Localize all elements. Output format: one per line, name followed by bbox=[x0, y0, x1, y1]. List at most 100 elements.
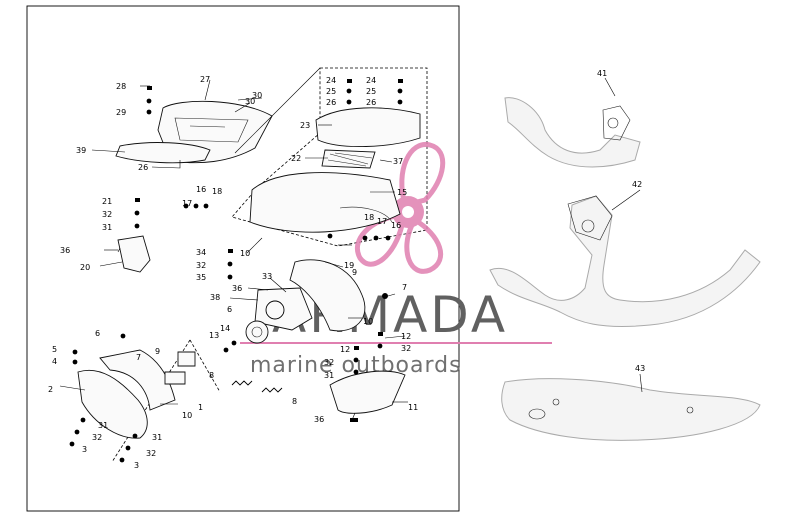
part-muffler-body bbox=[249, 172, 401, 233]
callout-label-c33: 33 bbox=[262, 272, 272, 281]
callout-label-c38: 38 bbox=[210, 293, 220, 302]
part-42-port bbox=[581, 219, 595, 233]
callout-label-c42: 42 bbox=[632, 180, 642, 189]
part-lower-pipe bbox=[77, 369, 148, 439]
callout-label-c32d: 32 bbox=[324, 358, 334, 367]
callout-label-c7a: 7 bbox=[402, 283, 407, 292]
callout-label-c39: 39 bbox=[76, 146, 86, 155]
callout-label-c30a: 30 bbox=[245, 97, 255, 106]
callout-label-c19: 19 bbox=[344, 261, 354, 270]
callout-label-c20: 20 bbox=[80, 263, 90, 272]
part-bracket bbox=[117, 235, 151, 273]
right-leaders bbox=[604, 77, 643, 393]
callout-label-c3b: 3 bbox=[134, 461, 139, 470]
callout-label-c30b: 30 bbox=[252, 91, 262, 100]
callout-label-c25b: 25 bbox=[366, 87, 376, 96]
callout-label-c34: 34 bbox=[196, 248, 206, 257]
callout-label-c9a: 9 bbox=[352, 268, 357, 277]
part-gasket-hole bbox=[251, 326, 263, 338]
callout-label-c3a: 3 bbox=[82, 445, 87, 454]
callout-label-c26b: 26 bbox=[326, 98, 336, 107]
callout-label-c14: 14 bbox=[220, 324, 230, 333]
callout-label-c32b: 32 bbox=[196, 261, 206, 270]
callout-label-c12b: 12 bbox=[340, 345, 350, 354]
callout-label-c41: 41 bbox=[597, 69, 607, 78]
callout-label-c31c: 31 bbox=[98, 421, 108, 430]
callout-label-c1: 1 bbox=[198, 403, 203, 412]
callout-label-c10b: 10 bbox=[363, 317, 373, 326]
callout-label-c12a: 12 bbox=[401, 332, 411, 341]
part-bend-pipe bbox=[99, 349, 176, 411]
callout-label-c23: 23 bbox=[300, 121, 310, 130]
part-grille-mesh bbox=[327, 152, 373, 167]
callout-label-c10a: 10 bbox=[240, 249, 250, 258]
callout-label-c26c: 26 bbox=[366, 98, 376, 107]
callout-label-c32e: 32 bbox=[92, 433, 102, 442]
callout-label-c8a: 8 bbox=[209, 371, 214, 380]
callout-label-c13: 13 bbox=[209, 331, 219, 340]
callout-label-c32a: 32 bbox=[102, 210, 112, 219]
callout-label-c22: 22 bbox=[291, 154, 301, 163]
callout-label-c37: 37 bbox=[393, 157, 403, 166]
part-41-manifold bbox=[504, 97, 641, 168]
part-42-y-pipe bbox=[489, 195, 761, 328]
part-clamp-upper bbox=[177, 351, 196, 367]
callout-label-c17a: 17 bbox=[182, 199, 192, 208]
callout-label-c36b: 36 bbox=[232, 284, 242, 293]
callout-label-c9b: 9 bbox=[155, 347, 160, 356]
callout-label-c32f: 32 bbox=[146, 449, 156, 458]
part-41-detail bbox=[602, 105, 631, 141]
diagram-frame bbox=[26, 5, 460, 512]
part-spring-lower bbox=[261, 387, 283, 393]
callout-label-c31d: 31 bbox=[152, 433, 162, 442]
callout-label-c36a: 36 bbox=[60, 246, 70, 255]
callout-label-c18a: 18 bbox=[212, 187, 222, 196]
callout-label-c8b: 8 bbox=[292, 397, 297, 406]
callout-label-c28a: 28 bbox=[116, 82, 126, 91]
callout-label-c10c: 10 bbox=[182, 411, 192, 420]
callout-label-c27: 27 bbox=[200, 75, 210, 84]
callout-label-c24a: 24 bbox=[326, 76, 336, 85]
callout-label-c17b: 17 bbox=[377, 217, 387, 226]
callout-label-c36c: 36 bbox=[314, 415, 324, 424]
callout-label-c6b: 6 bbox=[95, 329, 100, 338]
part-43-shield bbox=[501, 378, 761, 441]
part-gasket bbox=[245, 320, 269, 344]
callout-label-c16b: 16 bbox=[391, 221, 401, 230]
callout-label-c4: 4 bbox=[52, 357, 57, 366]
fastener-markers bbox=[69, 79, 403, 463]
callout-label-c24b: 24 bbox=[366, 76, 376, 85]
callout-label-c11: 11 bbox=[408, 403, 418, 412]
callout-label-c31b: 31 bbox=[324, 371, 334, 380]
part-43-rivet-b bbox=[686, 406, 694, 414]
part-heat-shield bbox=[115, 142, 211, 164]
propeller-hub-center bbox=[402, 206, 414, 218]
callout-label-c43: 43 bbox=[635, 364, 645, 373]
part-top-cover-inner bbox=[174, 117, 249, 143]
callout-label-c16a: 16 bbox=[196, 185, 206, 194]
callout-label-c25a: 25 bbox=[326, 87, 336, 96]
part-clamp-lower bbox=[164, 371, 186, 385]
callout-label-c5: 5 bbox=[52, 345, 57, 354]
dashed-group-outline bbox=[231, 67, 428, 247]
part-41-bolt bbox=[607, 117, 619, 129]
callout-label-c32c: 32 bbox=[401, 344, 411, 353]
callout-label-c31a: 31 bbox=[102, 223, 112, 232]
callout-label-c2: 2 bbox=[48, 385, 53, 394]
part-43-rivet-a bbox=[552, 398, 560, 406]
callout-label-c18b: 18 bbox=[364, 213, 374, 222]
callout-label-c29: 29 bbox=[116, 108, 126, 117]
part-spring-upper bbox=[231, 380, 253, 386]
leader-lines bbox=[59, 67, 408, 421]
part-43-hole bbox=[528, 408, 546, 420]
callout-label-c26: 26 bbox=[138, 163, 148, 172]
propeller-blade-top bbox=[399, 142, 446, 209]
callout-label-c35: 35 bbox=[196, 273, 206, 282]
part-42-flange bbox=[567, 195, 613, 241]
callout-label-c6a: 6 bbox=[227, 305, 232, 314]
part-lower-shield bbox=[329, 370, 406, 414]
propeller-blade-right bbox=[404, 216, 444, 274]
part-flange-port bbox=[265, 300, 285, 320]
